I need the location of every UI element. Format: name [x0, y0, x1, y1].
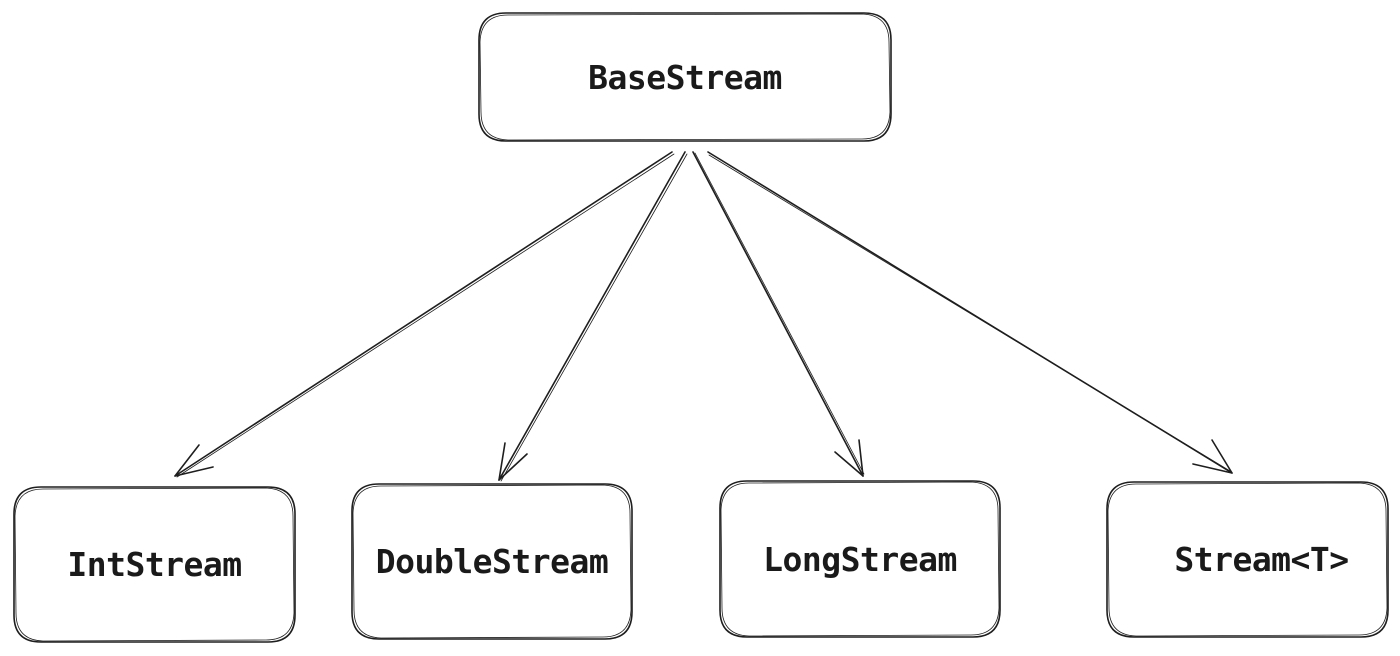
arrow-to-doublestream: [498, 151, 688, 482]
box-outline: [478, 12, 892, 142]
stream-t-label: Stream<T>: [1174, 540, 1349, 579]
arrow-to-intstream: [174, 151, 675, 478]
arrowhead: [1192, 439, 1233, 474]
box-outline: [351, 483, 633, 640]
basestream-label: BaseStream: [588, 57, 782, 97]
arrow-shaft-sketch: [694, 152, 865, 475]
box-outline: [13, 486, 296, 643]
longstream-label: LongStream: [763, 539, 957, 579]
arrowhead: [174, 444, 214, 477]
arrow-shaft-sketch: [500, 153, 688, 482]
arrowhead: [498, 442, 528, 481]
stream-t-box[interactable]: Stream<T>: [1106, 481, 1389, 638]
arrow-shaft-sketch: [176, 153, 675, 478]
arrow-to-longstream: [692, 151, 865, 477]
arrow-to-stream-t: [707, 151, 1233, 474]
box-outline: [719, 480, 1001, 638]
arrow-shaft: [692, 151, 864, 477]
arrow-shaft: [498, 151, 686, 481]
arrow-shaft: [174, 151, 673, 477]
arrow-shaft-sketch: [708, 154, 1231, 472]
longstream-box[interactable]: LongStream: [719, 480, 1001, 638]
box-outline: [1106, 481, 1389, 638]
basestream-box[interactable]: BaseStream: [478, 12, 892, 142]
intstream-label: IntStream: [67, 545, 242, 584]
doublestream-box[interactable]: DoubleStream: [351, 483, 633, 640]
doublestream-label: DoubleStream: [375, 542, 609, 581]
intstream-box[interactable]: IntStream: [13, 486, 296, 643]
arrowhead: [834, 439, 864, 477]
